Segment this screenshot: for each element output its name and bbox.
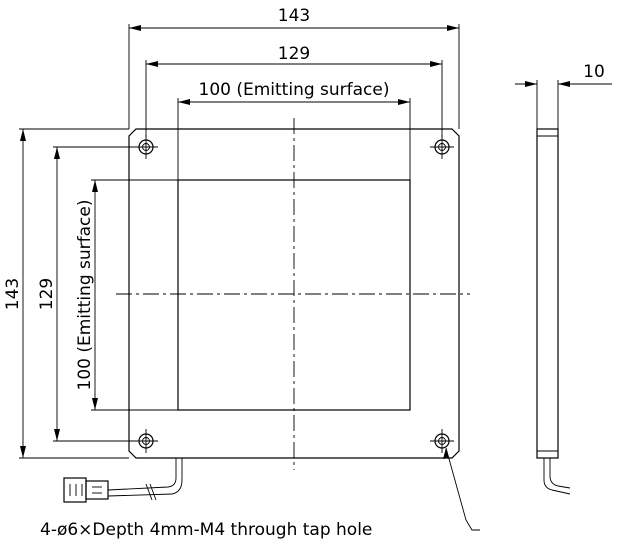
mounting-hole-top-right (430, 135, 454, 159)
side-view (536, 128, 571, 495)
hole-pitch-width-label: 129 (278, 44, 310, 64)
hole-callout-text: 4-ø6×Depth 4mm-M4 through tap hole (40, 520, 372, 540)
dimension-thickness: 10 (515, 62, 612, 129)
overall-height-label: 143 (3, 278, 23, 310)
hole-callout: 4-ø6×Depth 4mm-M4 through tap hole (40, 447, 480, 540)
thickness-label: 10 (583, 62, 605, 82)
front-view (63, 118, 470, 503)
mounting-hole-bottom-right (430, 429, 454, 453)
emitting-height-label: 100 (Emitting surface) (75, 200, 95, 391)
overall-width-label: 143 (278, 6, 310, 26)
dimension-hole-pitch-width: 129 (145, 44, 443, 137)
hole-pitch-height-label: 129 (37, 278, 57, 310)
dimension-hole-pitch-height: 129 (37, 146, 137, 442)
dimension-overall-height: 143 (3, 128, 129, 459)
side-outline (536, 128, 559, 459)
cable-connector (63, 458, 183, 503)
dimension-overall-width: 143 (128, 6, 460, 129)
mounting-hole-top-left (134, 135, 158, 159)
dimension-emitting-height: 100 (Emitting surface) (75, 179, 178, 411)
dimension-emitting-width: 100 (Emitting surface) (177, 80, 411, 180)
emitting-width-label: 100 (Emitting surface) (199, 80, 390, 100)
plate-outline (128, 128, 460, 459)
mounting-hole-bottom-left (134, 429, 158, 453)
